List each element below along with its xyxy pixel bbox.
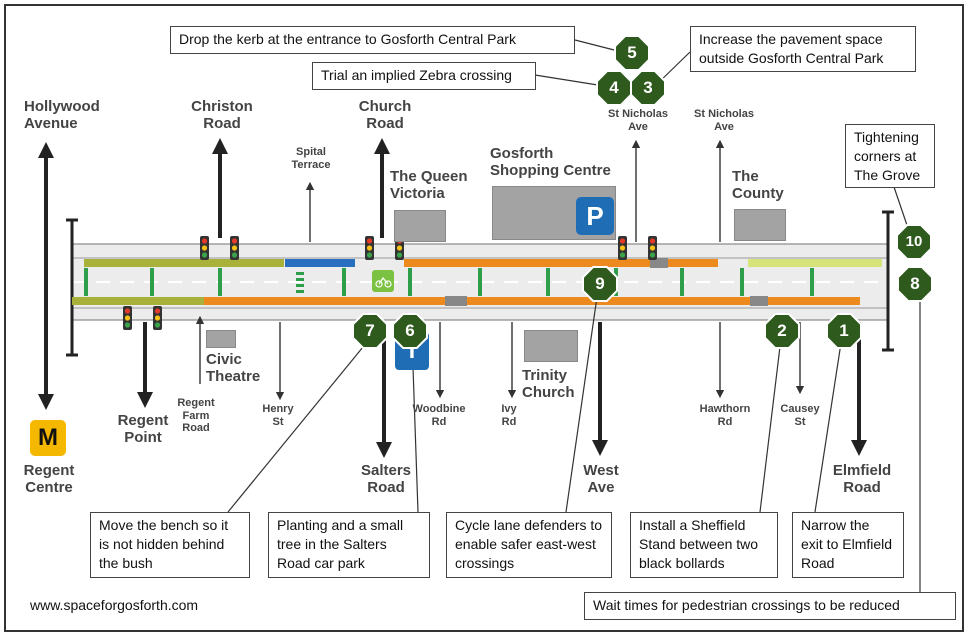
label-christon-road: Christon Road (191, 98, 253, 133)
label-st-nicholas-ave-1: St Nicholas Ave (608, 108, 668, 133)
parking-icon: P (576, 197, 614, 235)
label-salters-road: Salters Road (360, 462, 412, 497)
label-elmfield-road: Elmfield Road (832, 462, 892, 497)
label-west-ave: West Ave (583, 462, 619, 497)
blue-bay (285, 259, 355, 267)
badge-9: 9 (582, 266, 618, 302)
label-spital-terrace: Spital Terrace (291, 146, 331, 171)
orange-lane-south (204, 297, 860, 305)
label-henry-st: Henry St (262, 403, 294, 428)
trinity-church-building (524, 330, 578, 362)
label-regent-farm-road: Regent Farm Road (177, 397, 215, 435)
label-civic-theatre: Civic Theatre (206, 351, 261, 386)
website-url: www.spaceforgosforth.com (30, 597, 199, 613)
label-queen-victoria: The Queen Victoria (390, 168, 468, 203)
county-building (734, 209, 786, 241)
label-ivy-rd: Ivy Rd (501, 403, 517, 428)
callout-narrow-exit: Narrow the exit to Elmfield Road (792, 512, 904, 578)
label-causey-st: Causey St (780, 403, 820, 428)
label-hollywood-avenue: Hollywood Avenue (24, 98, 100, 133)
cycle-hub-icon (372, 270, 394, 292)
label-church-road: Church Road (358, 98, 412, 133)
label-regent-point: Regent Point (117, 412, 169, 447)
badge-7: 7 (352, 313, 388, 349)
olive-lane-south-west (72, 297, 204, 305)
badge-10: 10 (896, 224, 932, 260)
label-regent-centre: Regent Centre (23, 462, 75, 497)
badge-8: 8 (897, 266, 933, 302)
hatched-lane-north-east (748, 259, 882, 267)
callout-leaders (227, 39, 921, 592)
pedestrian-crossings (296, 258, 768, 306)
callout-move-bench: Move the bench so it is not hidden behin… (90, 512, 250, 578)
badge-1: 1 (826, 313, 862, 349)
label-hawthorn-rd: Hawthorn Rd (699, 403, 751, 428)
badge-3: 3 (630, 70, 666, 106)
callout-tightening-corners: Tightening corners at The Grove (845, 124, 935, 188)
label-the-county: The County (732, 168, 784, 203)
callout-wait-times: Wait times for pedestrian crossings to b… (584, 592, 956, 620)
main-road-arrows (38, 138, 867, 458)
badge-5: 5 (614, 35, 650, 71)
badge-4: 4 (596, 70, 632, 106)
callout-planting: Planting and a small tree in the Salters… (268, 512, 430, 578)
civic-theatre-building (206, 330, 236, 348)
badge-2: 2 (764, 313, 800, 349)
badge-6: 6 (392, 313, 428, 349)
queen-victoria-building (394, 210, 446, 242)
callout-implied-zebra: Trial an implied Zebra crossing (312, 62, 536, 90)
callout-pavement-space: Increase the pavement space outside Gosf… (690, 26, 916, 72)
traffic-lights (123, 236, 657, 330)
callout-cycle-defenders: Cycle lane defenders to enable safer eas… (446, 512, 612, 578)
label-st-nicholas-ave-2: St Nicholas Ave (694, 108, 754, 133)
label-gosforth-shopping-centre: Gosforth Shopping Centre (490, 145, 611, 180)
label-woodbine-rd: Woodbine Rd (412, 403, 466, 428)
callout-drop-kerb: Drop the kerb at the entrance to Gosfort… (170, 26, 575, 54)
label-trinity-church: Trinity Church (522, 367, 575, 402)
side-street-arrows (195, 139, 805, 401)
olive-lane-north-west (84, 259, 284, 267)
metro-icon: M (30, 420, 66, 456)
orange-lane-north (404, 259, 718, 267)
callout-sheffield-stand: Install a Sheffield Stand between two bl… (630, 512, 778, 578)
